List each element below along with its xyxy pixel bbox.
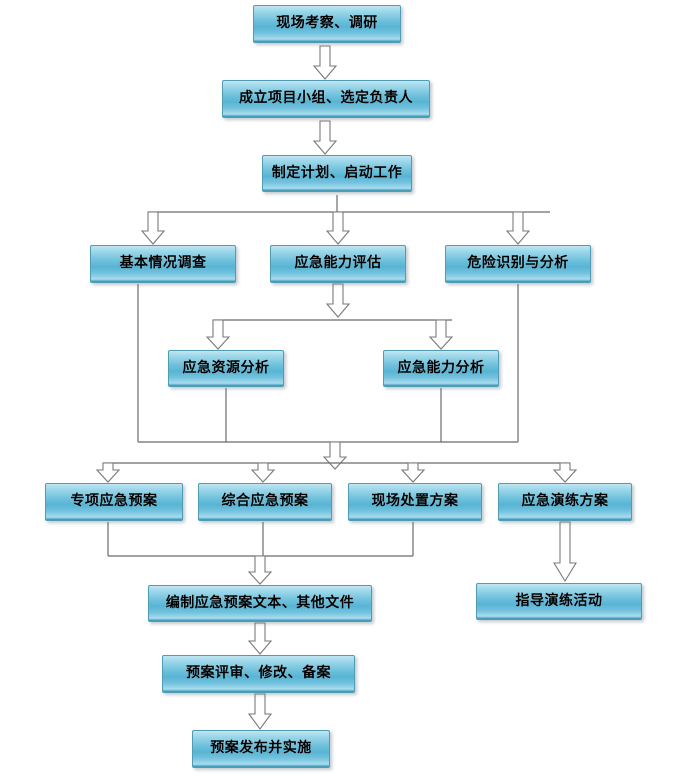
- arrow-to-special-plan: [95, 462, 121, 483]
- node-label: 综合应急预案: [221, 493, 309, 510]
- node-basic-survey[interactable]: 基本情况调查: [90, 245, 236, 283]
- node-label: 预案发布并实施: [210, 740, 312, 757]
- arrow-to-capacity-eval: [325, 211, 351, 245]
- arrow-drill-plan-to-guide: [553, 521, 577, 583]
- node-label: 指导演练活动: [515, 592, 603, 609]
- node-label: 应急能力分析: [397, 359, 485, 376]
- arrow-merge-to-fork-bar: [322, 441, 348, 470]
- node-guide-drill-activity[interactable]: 指导演练活动: [476, 583, 642, 620]
- arrow-to-hazard-id: [505, 211, 531, 245]
- node-resource-analysis[interactable]: 应急资源分析: [168, 350, 284, 387]
- node-review-revise-record[interactable]: 预案评审、修改、备案: [162, 655, 355, 693]
- arrow-to-basic-survey: [140, 211, 166, 245]
- node-publish-implement[interactable]: 预案发布并实施: [192, 730, 330, 768]
- node-label: 成立项目小组、选定负责人: [239, 90, 413, 107]
- node-survey[interactable]: 现场考察、调研: [253, 5, 401, 43]
- arrow-team-to-plan-start: [312, 120, 338, 155]
- node-label: 制定计划、启动工作: [271, 164, 403, 181]
- arrow-to-compile-text: [247, 555, 273, 585]
- node-label: 编制应急预案文本、其他文件: [165, 594, 355, 611]
- arrow-to-drill-plan: [552, 462, 578, 483]
- node-compile-text[interactable]: 编制应急预案文本、其他文件: [148, 585, 372, 622]
- node-label: 应急能力评估: [294, 255, 382, 272]
- node-special-emergency-plan[interactable]: 专项应急预案: [45, 483, 183, 521]
- node-label: 现场处置方案: [371, 493, 459, 510]
- node-label: 现场考察、调研: [276, 15, 378, 32]
- node-label: 预案评审、修改、备案: [186, 665, 331, 682]
- node-capacity-evaluation[interactable]: 应急能力评估: [270, 245, 406, 283]
- arrow-to-capacity-analysis: [428, 319, 454, 350]
- node-label: 基本情况调查: [119, 255, 207, 272]
- arrow-capacity-eval-down: [325, 283, 351, 318]
- node-plan-start[interactable]: 制定计划、启动工作: [262, 155, 412, 192]
- node-label: 应急演练方案: [521, 493, 609, 510]
- arrow-review-to-publish: [247, 693, 273, 730]
- node-hazard-identification[interactable]: 危险识别与分析: [445, 245, 591, 283]
- arrow-compile-to-review: [247, 622, 273, 655]
- arrow-to-overall-plan: [250, 462, 276, 483]
- node-capacity-analysis[interactable]: 应急能力分析: [383, 350, 499, 387]
- node-overall-emergency-plan[interactable]: 综合应急预案: [198, 483, 332, 521]
- arrow-survey-to-team: [312, 45, 338, 80]
- node-team[interactable]: 成立项目小组、选定负责人: [222, 80, 430, 118]
- node-label: 专项应急预案: [70, 493, 158, 510]
- node-drill-plan[interactable]: 应急演练方案: [498, 483, 632, 521]
- node-label: 应急资源分析: [182, 359, 270, 376]
- arrow-to-onsite-plan: [400, 462, 426, 483]
- node-label: 危险识别与分析: [467, 255, 569, 272]
- node-onsite-disposal-plan[interactable]: 现场处置方案: [348, 483, 482, 521]
- arrow-to-resource-analysis: [205, 319, 231, 350]
